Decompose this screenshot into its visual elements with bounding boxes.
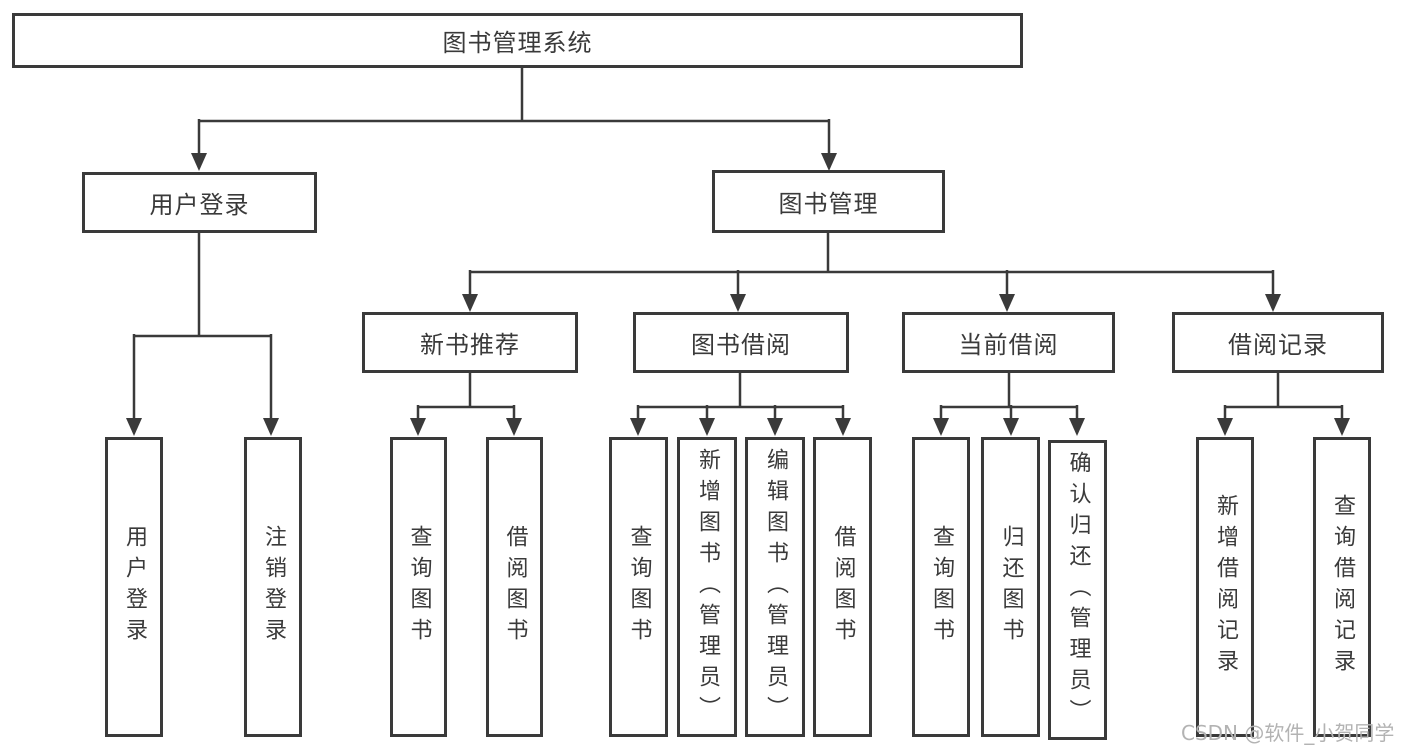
node-book-borrowing-label: 图书借阅 <box>691 331 791 359</box>
leaf-return-books-label: 归还图书 <box>998 525 1024 649</box>
node-current-borrowing: 当前借阅 <box>902 312 1115 373</box>
node-borrow-records: 借阅记录 <box>1172 312 1384 373</box>
node-borrow-records-label: 借阅记录 <box>1228 331 1328 359</box>
leaf-query-books-1: 查询图书 <box>390 437 447 737</box>
leaf-logout-label: 注销登录 <box>261 525 286 649</box>
leaf-user-login: 用户登录 <box>105 437 163 737</box>
leaf-user-login-label: 用户登录 <box>122 525 147 649</box>
leaf-borrow-books-2-label: 借阅图书 <box>830 525 856 649</box>
leaf-borrow-books-2: 借阅图书 <box>813 437 872 737</box>
leaf-borrow-books-1: 借阅图书 <box>486 437 543 737</box>
node-book-borrowing: 图书借阅 <box>633 312 849 373</box>
leaf-add-borrow-record-label: 新增借阅记录 <box>1213 494 1238 680</box>
leaf-query-books-3-label: 查询图书 <box>929 525 954 649</box>
leaf-add-book-admin: 新增图书（管理员） <box>677 437 737 737</box>
leaf-confirm-return-admin-label: 确认归还（管理员） <box>1065 450 1091 730</box>
leaf-query-books-2: 查询图书 <box>609 437 668 737</box>
node-new-book-recommend: 新书推荐 <box>362 312 578 373</box>
leaf-query-borrow-record-label: 查询借阅记录 <box>1330 494 1355 680</box>
leaf-borrow-books-1-label: 借阅图书 <box>502 525 528 649</box>
leaf-add-borrow-record: 新增借阅记录 <box>1196 437 1254 737</box>
leaf-edit-book-admin-label: 编辑图书（管理员） <box>763 447 788 727</box>
leaf-confirm-return-admin: 确认归还（管理员） <box>1048 440 1107 740</box>
leaf-logout: 注销登录 <box>244 437 302 737</box>
node-current-borrowing-label: 当前借阅 <box>958 331 1059 359</box>
leaf-return-books: 归还图书 <box>981 437 1040 737</box>
leaf-edit-book-admin: 编辑图书（管理员） <box>745 437 805 737</box>
leaf-query-books-2-label: 查询图书 <box>626 525 652 649</box>
node-user-login-label: 用户登录 <box>149 191 250 219</box>
node-new-book-recommend-label: 新书推荐 <box>420 331 520 359</box>
node-user-login: 用户登录 <box>82 172 317 233</box>
node-book-management: 图书管理 <box>712 170 945 233</box>
node-book-management-label: 图书管理 <box>778 190 879 218</box>
node-system-root: 图书管理系统 <box>12 13 1023 68</box>
leaf-add-book-admin-label: 新增图书（管理员） <box>695 447 720 727</box>
node-system-root-label: 图书管理系统 <box>442 29 593 57</box>
csdn-watermark: CSDN @软件_小贺同学 <box>1181 721 1395 745</box>
leaf-query-borrow-record: 查询借阅记录 <box>1313 437 1371 737</box>
leaf-query-books-1-label: 查询图书 <box>406 525 432 649</box>
leaf-query-books-3: 查询图书 <box>912 437 970 737</box>
